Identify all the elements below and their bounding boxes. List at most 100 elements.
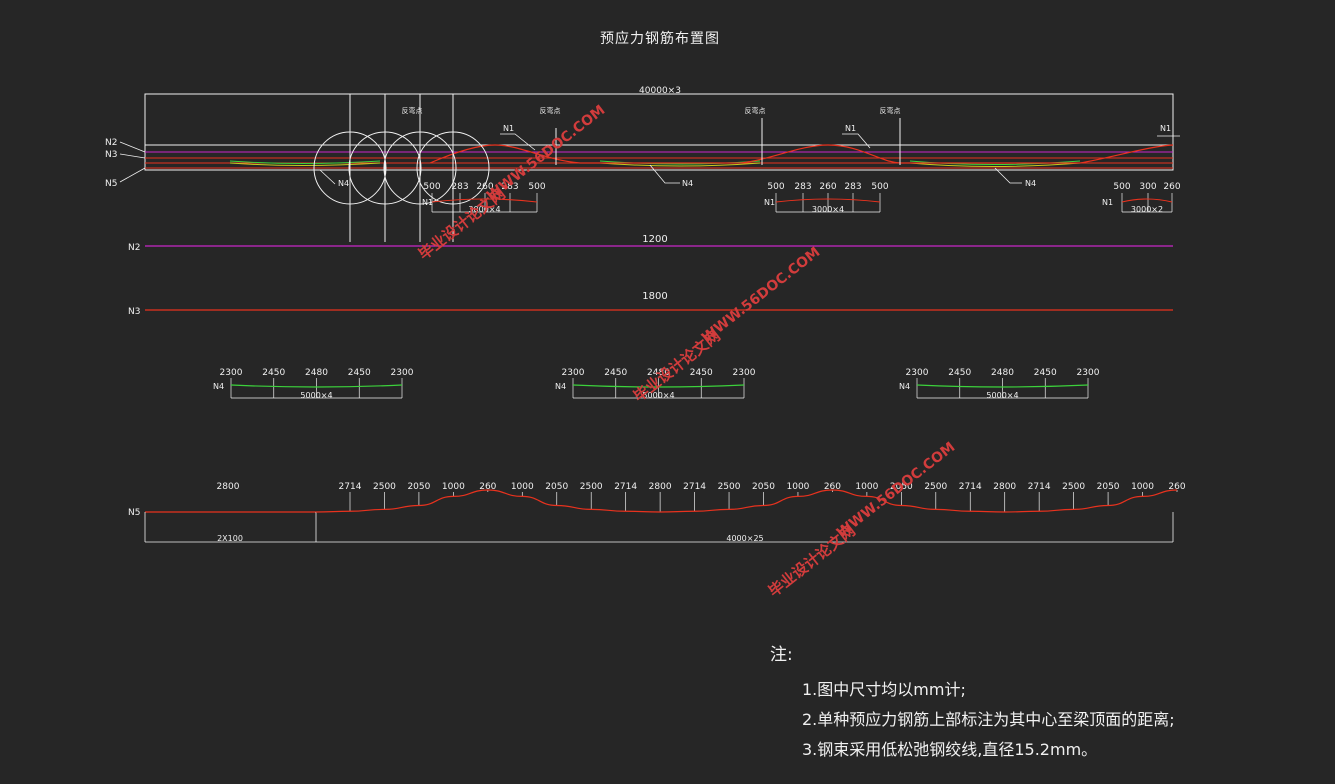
n4-elevation-curve-2 [229, 162, 1081, 167]
n5-dim-label: 2050 [545, 482, 568, 492]
detail-circle [383, 131, 457, 205]
n5-span-left: 2X100 [217, 534, 243, 543]
n5-dim-label: 2714 [614, 482, 637, 492]
n4-dim-label: 2480 [647, 368, 670, 378]
n5-first-dim: 2800 [217, 482, 240, 492]
n4-dim-label: 2300 [391, 368, 414, 378]
n2-detail-tag: N2 [128, 243, 140, 253]
n1-dim-label: 260 [819, 182, 836, 192]
n4-dim-label: 2300 [733, 368, 756, 378]
n3-tendon-detail: N3 1800 [128, 291, 1173, 317]
notes-block: 注: 1.图中尺寸均以mm计; 2.单种预应力钢筋上部标注为其中心至梁顶面的距离… [770, 640, 1175, 765]
detail-circle [416, 131, 490, 205]
n1-span-label: 3000×4 [812, 205, 844, 214]
note-item-2: 2.单种预应力钢筋上部标注为其中心至梁顶面的距离; [802, 710, 1175, 729]
n5-dim-label: 1000 [787, 482, 810, 492]
n1-detail-curve [431, 198, 538, 203]
n1-dim-label: 500 [871, 182, 888, 192]
n5-dim-label: 1000 [511, 482, 534, 492]
n1-dim-label: 283 [794, 182, 811, 192]
n1-dim-label: 500 [423, 182, 440, 192]
n5-dim-label: 2050 [407, 482, 430, 492]
n2-tendon-detail: N2 1200 [128, 234, 1173, 253]
n5-dim-label: 2050 [1097, 482, 1120, 492]
detail-circle [348, 131, 422, 205]
n5-dim-label: 1000 [1131, 482, 1154, 492]
n1-dim-label: 500 [528, 182, 545, 192]
n1-dim-label: 260 [1163, 182, 1180, 192]
n4-dim-label: 2300 [906, 368, 929, 378]
n4-dim-label: 2300 [220, 368, 243, 378]
n1-dim-label: 500 [767, 182, 784, 192]
n1-detail-tag: N1 [764, 198, 775, 207]
n5-dim-label: 1000 [442, 482, 465, 492]
n5-dim-label: 2714 [959, 482, 982, 492]
n5-dim-label: 2500 [373, 482, 396, 492]
n5-span-right: 4000×25 [726, 534, 763, 543]
watermark-url: WWW.56DOC.COM [699, 244, 823, 346]
n5-dim-label: 2500 [718, 482, 741, 492]
n3-detail-tag: N3 [128, 307, 140, 317]
n5-profile-curve [315, 489, 1178, 513]
bend-label: 反弯点 [540, 106, 561, 115]
notes-heading: 注: [770, 645, 793, 665]
n1-dim-label: 283 [844, 182, 861, 192]
n5-dim-label: 260 [479, 482, 496, 492]
n1-dim-label: 300 [1139, 182, 1156, 192]
n1-dim-label: 283 [451, 182, 468, 192]
n4-dim-label: 2480 [991, 368, 1014, 378]
n4-span-label: 5000×4 [642, 391, 674, 400]
n5-dim-label: 2714 [1028, 482, 1051, 492]
n1-dim-label: 500 [1113, 182, 1130, 192]
n5-dim-label: 2800 [649, 482, 672, 492]
n4-dim-label: 2480 [305, 368, 328, 378]
n4-leader-label: N4 [338, 179, 349, 188]
n5-dim-label: 260 [824, 482, 841, 492]
watermark-url: WWW.56DOC.COM [484, 102, 608, 204]
note-item-1: 1.图中尺寸均以mm计; [802, 680, 966, 699]
n1-span-label: 3000×4 [468, 205, 500, 214]
drawing-title: 预应力钢筋布置图 [600, 31, 720, 47]
n1-leader-label: N1 [503, 124, 514, 133]
n4-dim-label: 2450 [262, 368, 285, 378]
n5-dim-label: 2500 [1062, 482, 1085, 492]
n5-dim-label: 1000 [855, 482, 878, 492]
beam-outline [144, 93, 1174, 171]
n4-detail-tag: N4 [213, 382, 224, 391]
n4-detail-curve [572, 384, 745, 388]
n4-dim-label: 2300 [562, 368, 585, 378]
n1-detail-groups: 500 283 260 283 500 3000×4 N1 500 283 260 283 500 30… [422, 182, 1181, 214]
beam-elevation: 40000×3 反弯点 反弯点 反弯点 反弯点 N2 N3 N5 [105, 86, 1180, 242]
n3-length: 1800 [642, 291, 667, 302]
n2-length: 1200 [642, 234, 667, 245]
n5-dim-label: 2050 [752, 482, 775, 492]
n2-tag: N2 [105, 138, 117, 148]
bend-label: 反弯点 [880, 106, 901, 115]
n4-detail-curve [230, 384, 403, 388]
n4-dim-label: 2450 [690, 368, 713, 378]
n1-elevation-curve [429, 144, 1174, 164]
n4-dim-label: 2450 [348, 368, 371, 378]
n4-leader-label: N4 [1025, 179, 1036, 188]
n4-dim-label: 2300 [1077, 368, 1100, 378]
n5-dim-label: 260 [1168, 482, 1185, 492]
note-item-3: 3.钢束采用低松弛钢绞线,直径15.2mm。 [802, 740, 1098, 759]
n1-dim-label: 260 [476, 182, 493, 192]
n4-dim-label: 2450 [1034, 368, 1057, 378]
n1-group: 500 283 260 283 500 3000×4 N1 [764, 182, 889, 214]
n1-dim-label: 283 [501, 182, 518, 192]
n4-leader-label: N4 [682, 179, 693, 188]
n1-leader-label: N1 [845, 124, 856, 133]
n4-dim-label: 2450 [948, 368, 971, 378]
n4-detail-tag: N4 [555, 382, 566, 391]
